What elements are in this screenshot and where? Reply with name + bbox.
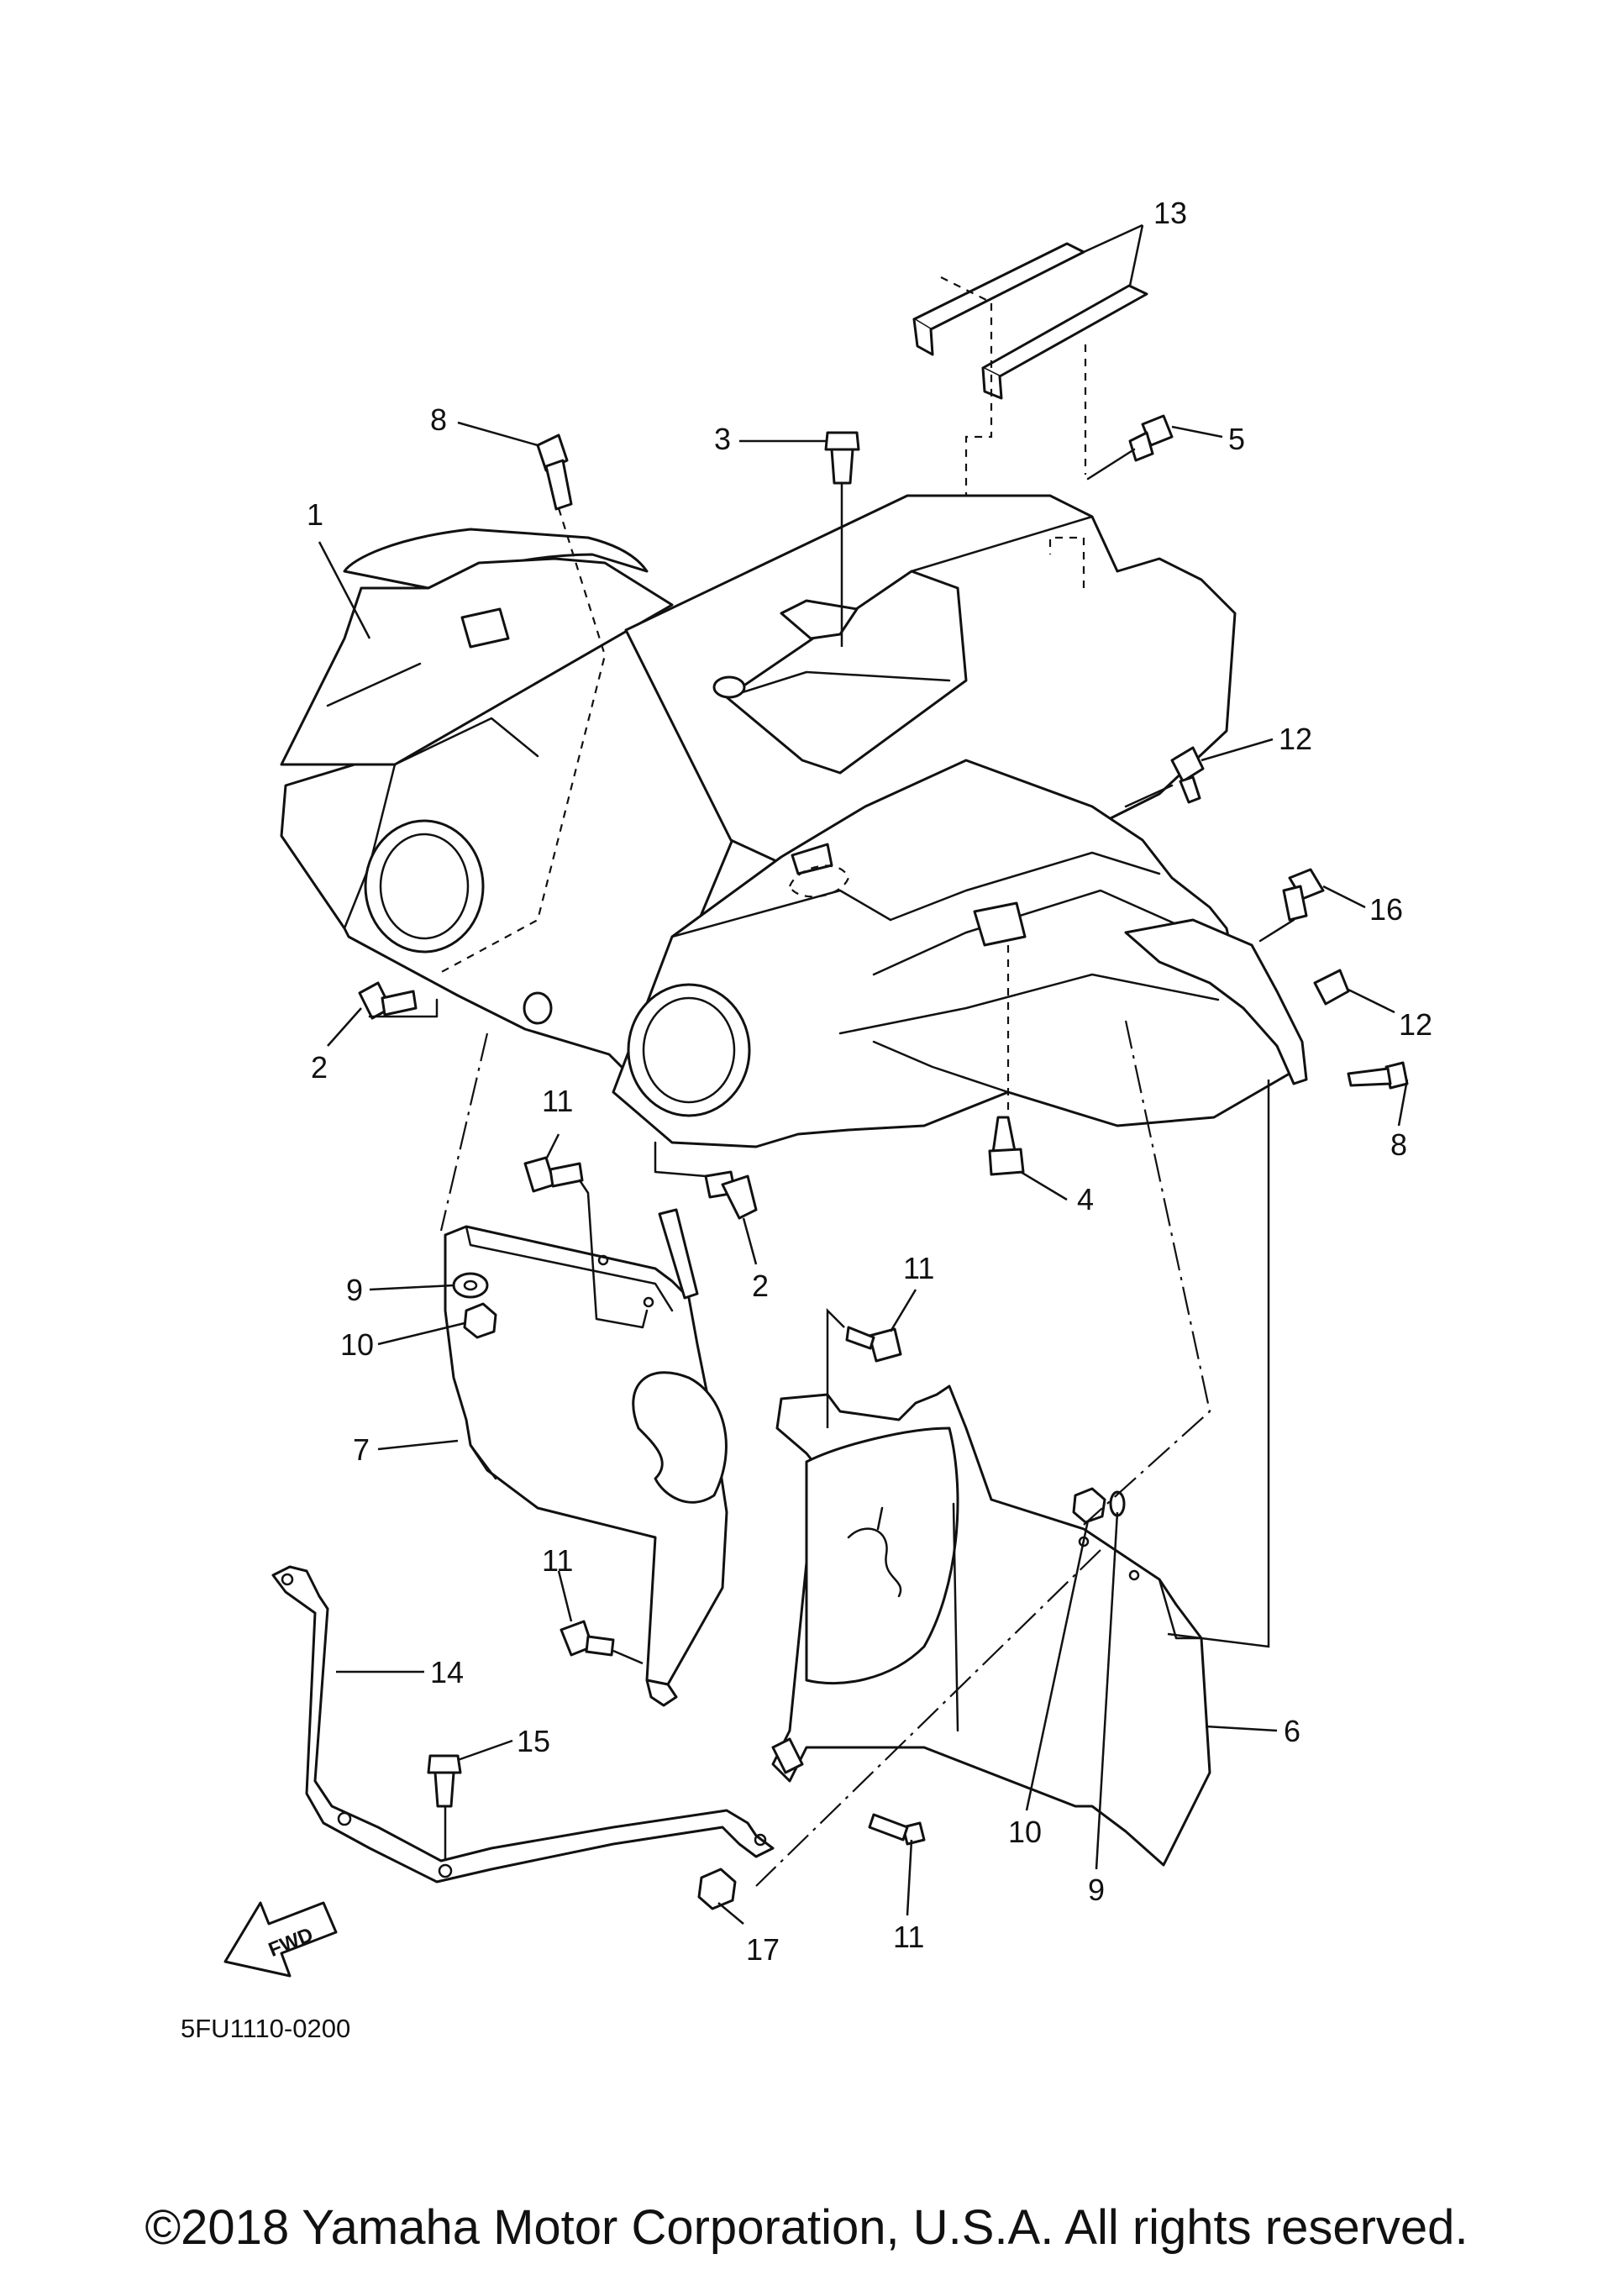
bolt-part-11-upper-left: [523, 1156, 584, 1193]
nut-part-10-left: [463, 1302, 497, 1339]
nut-part-10-right: [1072, 1487, 1106, 1524]
callout-11-lower-left: 11: [542, 1543, 573, 1578]
bolt-part-11-center: [845, 1326, 902, 1363]
callout-10-right: 10: [1008, 1815, 1042, 1849]
callout-6: 6: [1284, 1714, 1300, 1748]
bolt-part-11-bottom-right: [868, 1813, 926, 1846]
clip-part-12-upper: [1170, 746, 1205, 804]
diagram-code: 5FU1110-0200: [181, 2014, 350, 2043]
screw-part-4: [988, 1116, 1025, 1176]
callout-2-center: 2: [752, 1269, 769, 1303]
screw-part-8-right: [1347, 1061, 1409, 1090]
callout-11-upper-left: 11: [542, 1084, 573, 1118]
clip-part-12-lower: [1313, 969, 1350, 1006]
callout-9-left: 9: [346, 1273, 363, 1307]
callout-8-top: 8: [430, 402, 447, 437]
brace-part-14: [271, 1565, 775, 1884]
callout-10-left: 10: [340, 1327, 374, 1362]
callout-9-right: 9: [1088, 1873, 1105, 1907]
callout-12-upper: 12: [1279, 722, 1312, 756]
bolt-part-11-lower-left: [560, 1620, 615, 1657]
callout-14: 14: [430, 1655, 464, 1689]
callout-numbers: 13 8 1 3 5 12 16 12 8 2 2 4 11 9 10 7 11…: [307, 196, 1432, 1967]
callout-15: 15: [517, 1724, 550, 1758]
inner-panel-part-6: [771, 1384, 1211, 1867]
clip-part-5: [1128, 414, 1174, 462]
screw-part-8-top: [536, 433, 573, 511]
bolt-part-2-left: [358, 981, 418, 1020]
bolt-part-3: [824, 431, 860, 485]
washer-part-9-left: [452, 1272, 489, 1299]
callout-16: 16: [1369, 892, 1403, 927]
callout-17: 17: [746, 1932, 780, 1967]
screw-part-16: [1282, 868, 1325, 922]
callout-12-lower: 12: [1399, 1007, 1432, 1042]
trim-strip-part-13: [912, 242, 1148, 538]
callout-2-left: 2: [311, 1050, 328, 1085]
callout-5: 5: [1228, 422, 1245, 456]
callout-1: 1: [307, 497, 323, 532]
callout-11-bottom-right: 11: [893, 1920, 924, 1954]
copyright-notice: ©2018 Yamaha Motor Corporation, U.S.A. A…: [144, 2200, 1469, 2255]
fasteners: [358, 414, 1409, 1910]
callout-13: 13: [1153, 196, 1187, 230]
assembly-lines: [368, 448, 1295, 1887]
callout-leaders: [318, 223, 1409, 1925]
callout-7: 7: [353, 1432, 370, 1467]
fwd-arrow-icon: FWD: [223, 1901, 338, 1978]
callout-3: 3: [714, 422, 731, 456]
nut-part-17: [697, 1868, 737, 1910]
callout-11-center: 11: [903, 1251, 934, 1285]
callout-4: 4: [1077, 1182, 1094, 1216]
callout-8-right: 8: [1390, 1127, 1407, 1162]
front-fender-part-1: [280, 494, 1308, 1148]
bolt-part-2-center: [704, 1170, 758, 1220]
inner-panel-part-7: [444, 1208, 728, 1707]
bolt-part-15: [427, 1754, 462, 1808]
